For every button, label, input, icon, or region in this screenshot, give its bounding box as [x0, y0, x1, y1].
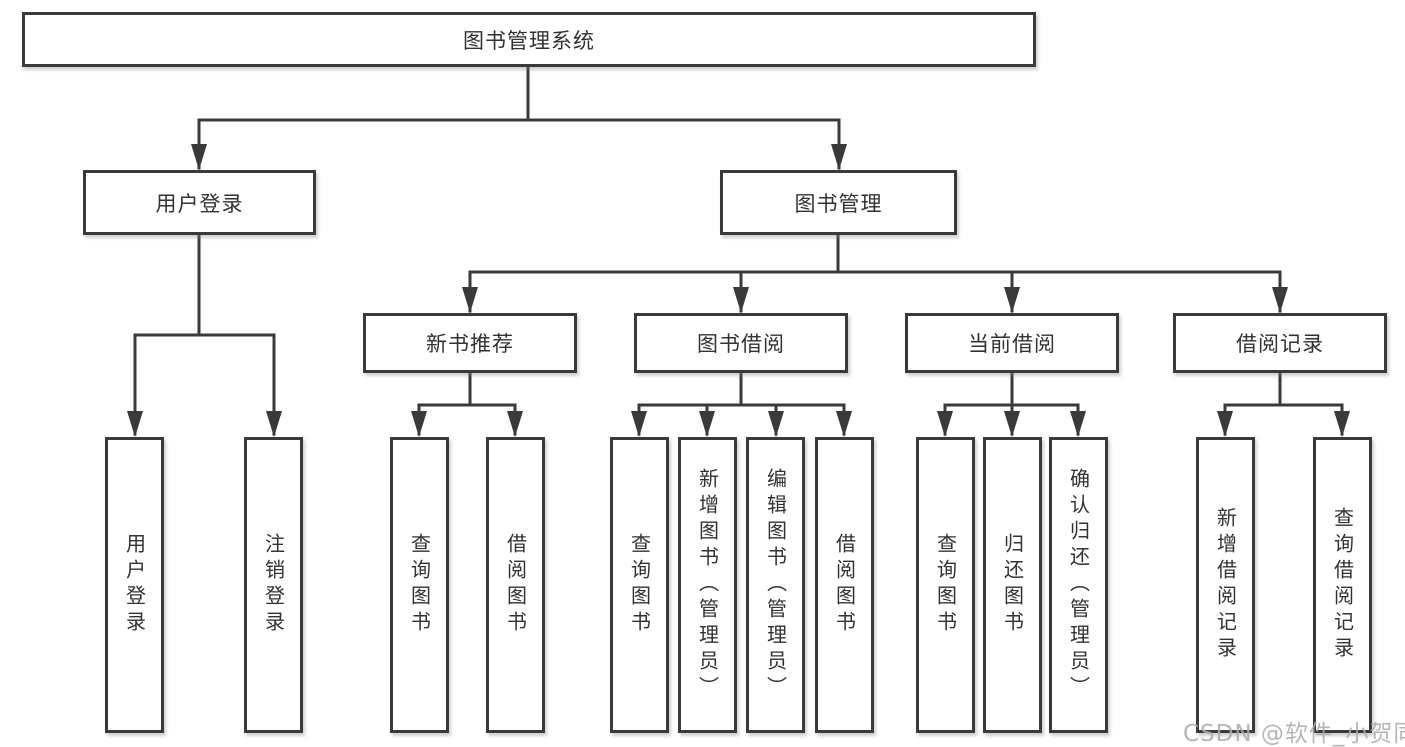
leaf-query-books-borrowing: 查询图书 [610, 437, 669, 733]
node-book-management-label: 图书管理 [794, 191, 883, 216]
leaf-add-borrow-record-label: 新增借阅记录 [1213, 507, 1238, 663]
node-user-login: 用户登录 [83, 170, 316, 235]
leaf-query-borrow-record-label: 查询借阅记录 [1330, 507, 1355, 663]
node-user-login-label: 用户登录 [155, 191, 244, 216]
node-book-management: 图书管理 [720, 170, 957, 235]
watermark: CSDN @软件_小贺同学 [1183, 721, 1405, 747]
leaf-return-books-label: 归还图书 [1000, 533, 1025, 637]
leaf-query-borrow-record: 查询借阅记录 [1313, 437, 1372, 733]
leaf-logout-login-label: 注销登录 [261, 533, 286, 637]
leaf-logout-login: 注销登录 [244, 437, 303, 733]
leaf-query-books-recommend: 查询图书 [390, 437, 449, 733]
leaf-return-books: 归还图书 [983, 437, 1042, 733]
node-book-borrowing: 图书借阅 [634, 313, 848, 373]
leaf-query-books-borrowing-label: 查询图书 [627, 533, 652, 637]
leaf-user-login-label: 用户登录 [122, 533, 147, 637]
leaf-borrow-books-label: 借阅图书 [832, 533, 857, 637]
node-new-book-recommend-label: 新书推荐 [426, 332, 514, 356]
node-current-borrowing-label: 当前借阅 [968, 332, 1056, 356]
leaf-user-login: 用户登录 [105, 437, 164, 733]
leaf-add-borrow-record: 新增借阅记录 [1196, 437, 1255, 733]
leaf-add-books-admin: 新增图书（管理员） [678, 437, 737, 733]
node-current-borrowing: 当前借阅 [905, 313, 1119, 373]
root-node-label: 图书管理系统 [463, 28, 595, 53]
leaf-edit-books-admin: 编辑图书（管理员） [746, 437, 805, 733]
node-new-book-recommend: 新书推荐 [363, 313, 577, 373]
leaf-edit-books-admin-label: 编辑图书（管理员） [763, 468, 788, 702]
leaf-confirm-return-admin: 确认归还（管理员） [1049, 437, 1108, 733]
leaf-query-books-recommend-label: 查询图书 [407, 533, 432, 637]
leaf-borrow-books: 借阅图书 [815, 437, 874, 733]
node-book-borrowing-label: 图书借阅 [697, 332, 785, 356]
node-borrowing-records: 借阅记录 [1173, 313, 1387, 373]
leaf-query-books-current-label: 查询图书 [933, 533, 958, 637]
root-node: 图书管理系统 [22, 12, 1036, 67]
leaf-confirm-return-admin-label: 确认归还（管理员） [1066, 468, 1091, 702]
node-borrowing-records-label: 借阅记录 [1236, 332, 1324, 356]
leaf-borrow-books-recommend: 借阅图书 [486, 437, 545, 733]
leaf-query-books-current: 查询图书 [916, 437, 975, 733]
leaf-borrow-books-recommend-label: 借阅图书 [503, 533, 528, 637]
leaf-add-books-admin-label: 新增图书（管理员） [695, 468, 720, 702]
